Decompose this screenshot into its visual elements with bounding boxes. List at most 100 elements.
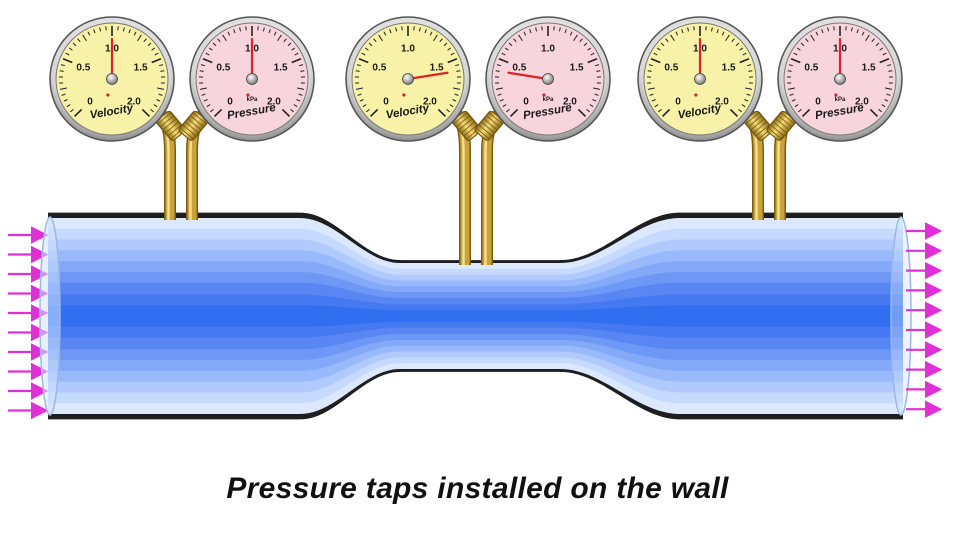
gauge-tick: [651, 99, 656, 102]
gauge-tick: [217, 38, 221, 43]
gauge-tick: [151, 57, 162, 64]
gauge-tick: [716, 29, 719, 34]
pipe-inlet-opening: [39, 216, 61, 416]
gauge-tick: [653, 52, 658, 56]
gauge-tick: [529, 29, 532, 34]
gauge-tick: [497, 93, 502, 96]
gauge-tick: [418, 27, 421, 32]
gauge-tick: [447, 47, 452, 51]
gauge-tick-label: 1.5: [134, 63, 148, 74]
gauge-tick: [504, 47, 509, 51]
gauge-tick-label: 2.0: [855, 96, 869, 107]
gauge-group: 00.51.01.52.0Velocity00.51.01.52.0kPaPre…: [49, 16, 903, 142]
gauge-tick: [291, 47, 296, 51]
gauge-tick: [675, 31, 679, 36]
gauge-tick-label: 0: [227, 96, 233, 107]
gauge-tick-label: 0: [815, 96, 821, 107]
gauge-unit-label: kPa: [835, 97, 846, 103]
gauge-tick: [154, 52, 159, 56]
gauge-tick: [87, 31, 91, 36]
gauge-hub: [834, 73, 846, 85]
gauge-tick-label: 2.0: [715, 96, 729, 107]
gauge-tick: [359, 99, 364, 102]
gauge-tick: [456, 70, 461, 72]
gauge-tick: [227, 31, 231, 36]
gauge-tick: [882, 52, 887, 56]
gauge-tick: [815, 31, 819, 36]
gauge-tick-label: 0: [675, 96, 681, 107]
gauge-tick: [449, 104, 454, 108]
gauge-tick: [508, 42, 513, 47]
gauge-tick: [77, 38, 81, 43]
gauge-tick-label: 1.5: [274, 63, 288, 74]
gauge-stop-pin: [834, 93, 838, 97]
gauge-tick: [283, 38, 287, 43]
gauge-tick: [790, 57, 801, 64]
gauge-tick: [297, 87, 305, 90]
gauge-tick: [805, 38, 809, 43]
gauge-tick: [687, 27, 690, 32]
gauge-tick: [82, 34, 87, 42]
flow-band: [48, 305, 903, 327]
gauge-tick: [433, 34, 438, 42]
gauge-tick: [160, 70, 165, 72]
gauge-tick: [739, 47, 744, 51]
gauge-tick: [535, 27, 538, 32]
gauge-tick: [586, 108, 590, 113]
gauge-tick: [558, 27, 561, 32]
gauge-tick: [590, 52, 595, 56]
gauge-tick: [356, 64, 361, 67]
gauge-tick: [59, 87, 67, 90]
gauge-tick-label: 0: [383, 96, 389, 107]
gauge-tick: [206, 104, 211, 108]
gauge-tick: [827, 27, 830, 32]
gauge-hub: [542, 73, 554, 85]
gauge-tick-label: 2.0: [423, 96, 437, 107]
gauge-tick: [577, 108, 587, 118]
gauge-tick: [741, 104, 746, 108]
gauge-tick: [789, 93, 794, 96]
gauge-tick: [294, 52, 299, 56]
gauge-tick: [277, 34, 282, 42]
gauge-tick: [439, 38, 443, 43]
gauge-tick: [879, 47, 884, 51]
gauge-tick: [233, 29, 236, 34]
gauge-tick: [424, 29, 427, 34]
gauge-tick: [369, 108, 379, 118]
gauge-tick: [887, 64, 892, 67]
gauge-tick-label: 0.5: [216, 63, 230, 74]
gauge-tick: [518, 34, 523, 42]
gauge-tick: [298, 93, 303, 96]
gauge-tick: [395, 27, 398, 32]
gauge-tick: [787, 70, 792, 72]
gauge-tick: [810, 34, 815, 42]
gauge-tick: [650, 57, 661, 64]
gauge-tick: [594, 93, 599, 96]
gauge-tick: [133, 31, 137, 36]
gauge-tick: [793, 52, 798, 56]
gauge-tick: [366, 108, 370, 113]
tap-fitting: [744, 110, 774, 141]
gauge-tick: [589, 104, 594, 108]
gauge-tick-label: 1.5: [722, 63, 736, 74]
inflow-arrows: [8, 226, 49, 420]
gauge-tick: [446, 108, 450, 113]
gauge-tick: [203, 99, 208, 102]
gauge-tick: [506, 108, 510, 113]
gauge-tick: [63, 99, 68, 102]
gauge-tick: [747, 64, 752, 67]
gauge-tick: [725, 34, 730, 42]
gauge-tick: [564, 29, 567, 34]
gauge-tick: [710, 27, 713, 32]
gauge-tick: [273, 31, 277, 36]
gauge-tick: [122, 27, 125, 32]
gauge-tick: [821, 29, 824, 34]
gauge-tick-label: 1.5: [862, 63, 876, 74]
gauge-tick: [593, 87, 601, 90]
gauge-tick: [239, 27, 242, 32]
gauge-tick-label: 2.0: [267, 96, 281, 107]
gauge-tick: [151, 47, 156, 51]
outflow-arrows: [906, 222, 943, 419]
